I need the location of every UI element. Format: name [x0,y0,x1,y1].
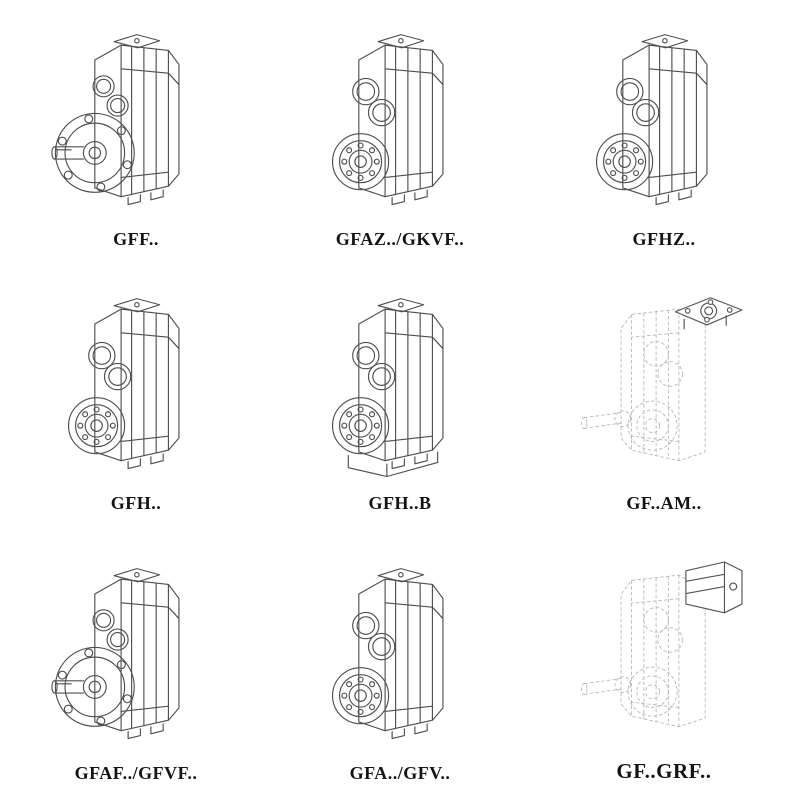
model-label: GF..GRF.. [616,759,712,783]
gearbox-cell: GF..GRF.. [572,548,756,786]
model-label: GF..AM.. [626,493,702,513]
gearbox-drawing [44,22,228,226]
gearbox-cell: GFF.. [44,20,228,252]
gearbox-drawing [308,286,492,490]
model-label: GFHZ.. [632,229,696,249]
model-label: GFF.. [113,229,159,249]
model-label: GFA../GFV.. [349,763,451,783]
gearbox-cell: GFA../GFV.. [308,548,492,786]
model-label: GFAZ../GKVF.. [335,229,465,249]
gearbox-cell: GFH.. [44,284,228,516]
gearbox-cell: GF..AM.. [572,284,756,516]
model-label: GFH.. [110,493,162,513]
model-label: GFAF../GFVF.. [74,763,198,783]
gearbox-drawing [572,22,756,226]
gearbox-drawing [44,286,228,490]
model-label: GFH..B [368,493,432,513]
gearbox-drawing [308,22,492,226]
gearbox-cell: GFAF../GFVF.. [44,548,228,786]
gearbox-drawing [572,552,756,756]
gearbox-drawing [44,556,228,760]
gearbox-cell: GFAZ../GKVF.. [308,20,492,252]
gearbox-cell: GFHZ.. [572,20,756,252]
gearbox-cell: GFH..B [308,284,492,516]
gearbox-drawing [308,556,492,760]
gearbox-drawing [572,286,756,490]
